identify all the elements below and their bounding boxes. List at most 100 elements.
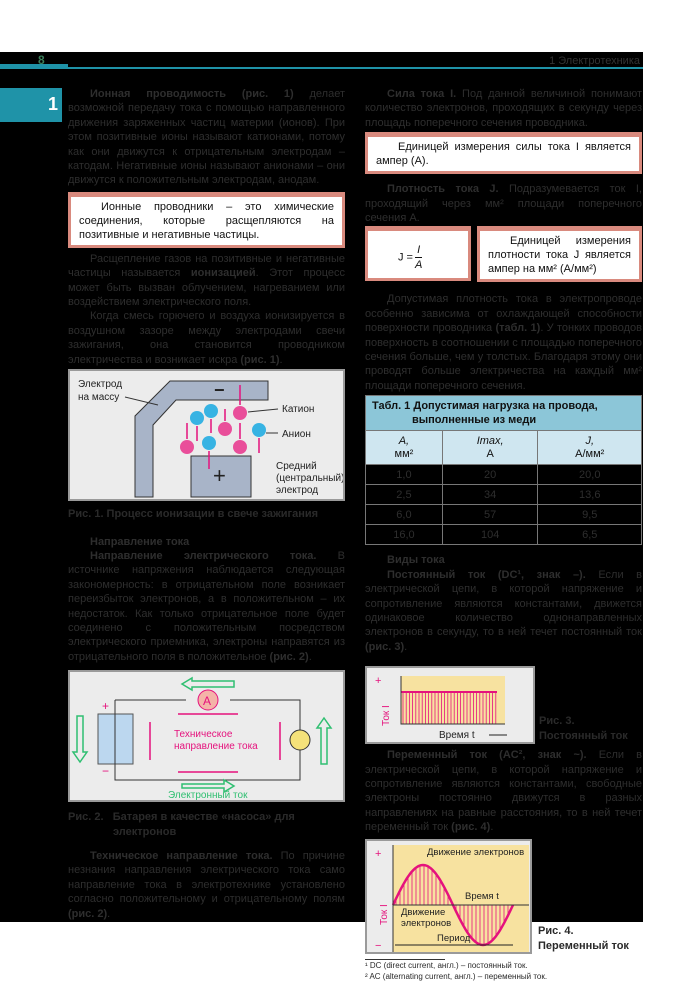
table-copper-load: Табл. 1 Допустимая нагрузка на провода,в… — [365, 395, 642, 546]
left-column: Ионная проводимость (рис. 1) делает возм… — [68, 87, 345, 921]
figure-3-caption: Рис. 3.Постоянный ток — [539, 715, 628, 743]
text: . — [279, 353, 283, 366]
ref: (рис. 2) — [68, 907, 108, 920]
ammeter-label: A — [203, 694, 211, 708]
ground-electrode — [134, 380, 269, 498]
header-accent — [0, 64, 68, 69]
term: Постоянный ток (DC¹, знак –). — [387, 568, 586, 581]
term: Ионная проводимость (рис. 1) — [90, 88, 294, 100]
center-electrode — [190, 455, 252, 498]
text: Когда смесь горючего и воздуха ионизируе… — [68, 310, 345, 366]
axes — [400, 676, 505, 725]
text: делает возможной передачу тока с помощью… — [68, 88, 345, 187]
minus-label: − — [375, 940, 381, 952]
definition-ampere: Единицей измерения силы тока I является … — [365, 132, 642, 175]
ref: (рис. 4) — [451, 821, 491, 834]
term: Направление электрического тока. — [90, 549, 317, 562]
col-header: A,мм² — [365, 430, 443, 466]
text: . У тонких проводов поверхность в соотно… — [365, 322, 642, 392]
right-column: Сила тока I. Под данной величиной понима… — [365, 87, 642, 982]
text: Если в электрической цепи, в которой нап… — [365, 568, 642, 639]
x-axis-label: Время t — [439, 730, 475, 741]
figure-1-caption: Рис. 1. Процесс ионизации в свече зажига… — [68, 508, 319, 521]
label-center-electrode: Средний(центральный)электрод — [276, 461, 344, 496]
plus-terminal: + — [102, 699, 109, 713]
label-time: Время t — [465, 891, 499, 902]
text: Под данной величиной понимают количество… — [365, 88, 642, 129]
term: Переменный ток (AC², знак ~). — [387, 749, 587, 762]
chapter-tab: 1 — [0, 88, 62, 122]
tech-current-arrows — [149, 713, 281, 773]
paragraph-ionic-conductivity: Ионная проводимость (рис. 1) делает возм… — [68, 87, 345, 188]
text: . — [404, 640, 408, 653]
term: ионизацией — [190, 267, 256, 280]
term: Техническое направление тока. — [90, 849, 273, 862]
label-period: Период — [437, 933, 471, 944]
figure-3-row: + Ток I Время t Рис. 3.Постоянный ток — [365, 666, 642, 745]
text: . Этот процесс может быть вызван облучен… — [68, 267, 345, 309]
paragraph-ac: Переменный ток (AC², знак ~). Если в эле… — [365, 748, 642, 834]
dc-bars — [402, 692, 497, 725]
cation-ions — [180, 406, 247, 455]
text: Подразумевается ток I, проходящий через … — [365, 183, 642, 225]
footnote-1: ¹ DC (direct current, англ.) – постоянны… — [365, 960, 528, 970]
electron-current-arrows — [71, 676, 333, 794]
y-axis-label: Ток I — [381, 705, 392, 726]
plus-sign: + — [213, 463, 226, 488]
formula-lhs: J = — [398, 251, 413, 264]
chart-area — [401, 676, 505, 725]
formula-numerator: I — [414, 243, 423, 259]
ref: (рис. 2) — [269, 650, 309, 663]
text: В источнике напряжения наблюдается следу… — [68, 549, 345, 663]
text: . — [107, 907, 111, 920]
ref: (табл. 1) — [495, 322, 541, 335]
text: По причине незнания направления электрич… — [68, 849, 345, 906]
paragraph-ionization: Расщепление газов на позитивные и негати… — [68, 252, 345, 310]
text: Допустимая плотность тока в электропрово… — [365, 293, 642, 335]
text: Если в электрической цепи, в которой нап… — [365, 749, 642, 834]
paragraph-spark: Когда смесь горючего и воздуха ионизируе… — [68, 309, 345, 367]
col-header: Imax,A — [441, 430, 539, 466]
table-title: Табл. 1 Допустимая нагрузка на провода,в… — [365, 395, 642, 432]
ac-bars — [395, 864, 513, 945]
ion-arrows — [186, 385, 260, 470]
paragraph-technical-direction: Техническое направление тока. По причине… — [68, 849, 345, 921]
formula-denominator: A — [414, 259, 423, 272]
label-cation: Катион — [282, 404, 314, 415]
ref: (рис. 1) — [240, 353, 280, 366]
paragraph-dc: Постоянный ток (DC¹, знак –). Если в эле… — [365, 568, 642, 654]
ammeter-icon — [197, 689, 219, 711]
minus-sign: − — [214, 380, 225, 400]
chapter-title: 1 Электротехника — [549, 55, 640, 67]
col-header: J,А/мм² — [537, 430, 642, 466]
footnote-rule — [365, 958, 445, 960]
definition-box: Ионные проводники – это химические соеди… — [68, 191, 345, 248]
paragraph-current-strength: Сила тока I. Под данной величиной понима… — [365, 87, 642, 130]
header-rule — [0, 67, 643, 69]
paragraph-direction: Направление электрического тока. В источ… — [68, 549, 345, 664]
paragraph-permissible-density: Допустимая плотность тока в электропрово… — [365, 292, 642, 393]
paragraph-current-density: Плотность тока J. Подразумевается ток I,… — [365, 182, 642, 225]
footnote-2: ² AC (alternating current, англ.) – пере… — [365, 971, 548, 981]
heading-current-direction: Направление тока — [90, 535, 190, 548]
circuit-wire — [114, 699, 301, 781]
label-electron-current: Электронный ток — [168, 790, 248, 801]
y-axis-label: Ток I — [379, 904, 390, 925]
heading-current-types: Виды тока — [387, 554, 445, 567]
page-number: 8 — [38, 53, 45, 67]
term: Плотность тока J. — [387, 183, 499, 196]
figure-4-caption: Рис. 4.Переменный ток — [538, 924, 629, 952]
